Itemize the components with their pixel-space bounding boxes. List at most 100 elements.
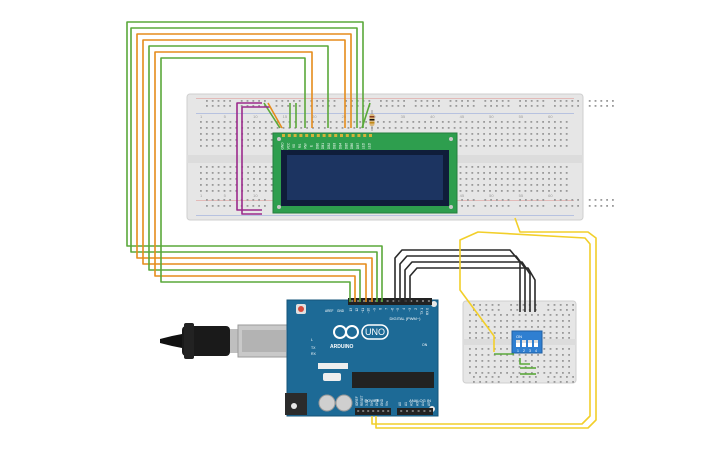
breadboard-hole[interactable] [253, 127, 255, 129]
breadboard-hole[interactable] [542, 199, 545, 201]
breadboard-hole[interactable] [519, 105, 521, 107]
breadboard-hole[interactable] [200, 121, 202, 123]
breadboard-hole[interactable] [536, 166, 539, 168]
breadboard-hole[interactable] [217, 105, 220, 107]
breadboard-hole[interactable] [481, 337, 484, 339]
breadboard-hole[interactable] [477, 184, 480, 186]
breadboard-hole[interactable] [489, 139, 491, 141]
breadboard-hole[interactable] [211, 199, 214, 201]
breadboard-hole[interactable] [506, 332, 508, 334]
breadboard-hole[interactable] [487, 372, 490, 374]
breadboard-hole[interactable] [537, 354, 539, 356]
breadboard-hole[interactable] [535, 376, 537, 378]
breadboard-hole[interactable] [240, 105, 243, 107]
breadboard-hole[interactable] [484, 105, 487, 107]
breadboard-hole[interactable] [500, 354, 502, 356]
breadboard-hole[interactable] [293, 105, 295, 107]
lcd-pin[interactable] [293, 134, 297, 137]
breadboard-hole[interactable] [382, 127, 385, 129]
breadboard-hole[interactable] [426, 105, 429, 107]
breadboard-hole[interactable] [477, 127, 480, 129]
breadboard-hole[interactable] [565, 121, 568, 123]
breadboard-hole[interactable] [506, 145, 509, 147]
breadboard-hole[interactable] [217, 100, 220, 102]
breadboard-hole[interactable] [543, 348, 546, 350]
breadboard-hole[interactable] [549, 366, 552, 368]
breadboard-hole[interactable] [293, 100, 295, 102]
breadboard-hole[interactable] [459, 166, 462, 168]
breadboard-hole[interactable] [548, 184, 550, 186]
breadboard-hole[interactable] [606, 205, 608, 207]
breadboard-hole[interactable] [565, 133, 568, 135]
breadboard-hole[interactable] [459, 139, 462, 141]
breadboard-hole[interactable] [506, 366, 508, 368]
breadboard-hole[interactable] [264, 166, 267, 168]
digital-pin[interactable] [363, 300, 365, 302]
breadboard-hole[interactable] [481, 314, 484, 316]
breadboard-hole[interactable] [507, 205, 510, 207]
breadboard-hole[interactable] [493, 332, 496, 334]
breadboard-hole[interactable] [519, 100, 521, 102]
breadboard-hole[interactable] [524, 326, 527, 328]
wire-orange[interactable] [136, 33, 373, 302]
breadboard-hole[interactable] [481, 354, 484, 356]
breadboard-hole[interactable] [490, 105, 492, 107]
breadboard-hole[interactable] [471, 133, 474, 135]
breadboard-hole[interactable] [345, 105, 347, 107]
breadboard-hole[interactable] [282, 127, 285, 129]
breadboard-hole[interactable] [380, 100, 382, 102]
breadboard-hole[interactable] [200, 145, 202, 147]
breadboard-hole[interactable] [568, 348, 570, 350]
lcd-pin[interactable] [299, 134, 303, 137]
breadboard-hole[interactable] [524, 190, 527, 192]
breadboard-hole[interactable] [525, 205, 527, 207]
breadboard-hole[interactable] [217, 166, 220, 168]
breadboard-hole[interactable] [487, 366, 490, 368]
breadboard-hole[interactable] [200, 127, 202, 129]
breadboard-hole[interactable] [536, 139, 539, 141]
breadboard-hole[interactable] [493, 320, 496, 322]
breadboard-hole[interactable] [489, 190, 491, 192]
breadboard-hole[interactable] [380, 105, 382, 107]
breadboard-hole[interactable] [565, 145, 568, 147]
lcd-pin[interactable] [345, 134, 349, 137]
breadboard-hole[interactable] [471, 121, 474, 123]
wire-black[interactable] [394, 249, 521, 312]
breadboard-hole[interactable] [247, 139, 249, 141]
breadboard-hole[interactable] [200, 172, 202, 174]
breadboard-hole[interactable] [600, 100, 603, 102]
breadboard-hole[interactable] [223, 178, 226, 180]
analog-pin[interactable] [429, 410, 432, 412]
breadboard-hole[interactable] [455, 100, 458, 102]
breadboard-hole[interactable] [559, 127, 562, 129]
breadboard-hole[interactable] [500, 337, 502, 339]
breadboard-hole[interactable] [217, 178, 220, 180]
breadboard-hole[interactable] [524, 178, 527, 180]
breadboard-hole[interactable] [229, 166, 232, 168]
wire-orange[interactable] [154, 51, 356, 302]
breadboard-hole[interactable] [516, 376, 519, 378]
breadboard-hole[interactable] [487, 360, 490, 362]
breadboard-hole[interactable] [512, 314, 515, 316]
breadboard-hole[interactable] [229, 199, 231, 201]
breadboard-hole[interactable] [465, 184, 468, 186]
breadboard-hole[interactable] [531, 326, 533, 328]
breadboard-hole[interactable] [512, 190, 515, 192]
breadboard-hole[interactable] [318, 121, 320, 123]
breadboard-hole[interactable] [559, 178, 562, 180]
breadboard-hole[interactable] [496, 205, 498, 207]
breadboard-hole[interactable] [397, 100, 400, 102]
breadboard-hole[interactable] [549, 326, 552, 328]
breadboard-hole[interactable] [281, 100, 284, 102]
breadboard-hole[interactable] [359, 121, 362, 123]
breadboard-hole[interactable] [316, 105, 318, 107]
breadboard-hole[interactable] [205, 133, 208, 135]
breadboard-hole[interactable] [531, 354, 533, 356]
breadboard-hole[interactable] [493, 314, 496, 316]
breadboard-hole[interactable] [571, 205, 574, 207]
breadboard-hole[interactable] [600, 205, 603, 207]
breadboard-hole[interactable] [205, 127, 208, 129]
breadboard-hole[interactable] [240, 100, 243, 102]
breadboard-hole[interactable] [522, 376, 525, 378]
breadboard-hole[interactable] [490, 199, 492, 201]
